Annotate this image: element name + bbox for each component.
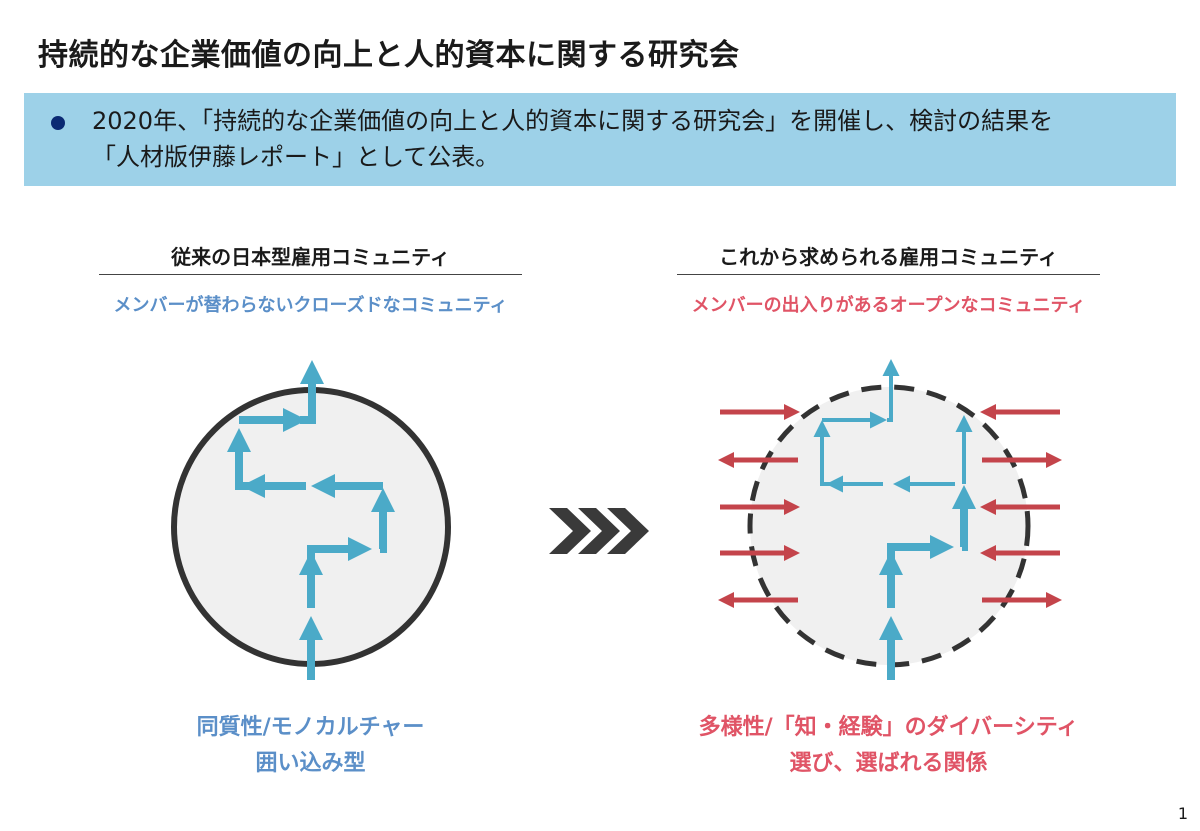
left-caption-line2: 囲い込み型 [255,751,366,776]
blue-arrow [307,537,372,605]
blue-arrow [882,359,900,422]
closed-community-circle [171,387,451,667]
page-number: 1 [1177,804,1188,823]
open-community-arrows-thin [813,359,973,493]
right-caption-line2: 選び、選ばれる関係 [789,751,988,776]
right-panel-divider [677,274,1100,275]
blue-arrow [813,420,843,486]
right-caption: 多様性/「知・経験」のダイバーシティ 選び、選ばれる関係 [677,710,1100,782]
right-panel-subheading: メンバーの出入りがあるオープンなコミュニティ [691,295,1086,316]
left-panel-heading: 従来の日本型雇用コミュニティ [171,245,450,269]
left-panel-divider [99,274,522,275]
left-caption: 同質性/モノカルチャー 囲い込み型 [99,710,522,782]
left-panel-subheading: メンバーが替わらないクローズドなコミュニティ [113,295,508,316]
summary-box [24,93,1176,186]
page-title: 持続的な企業価値の向上と人的資本に関する研究会 [38,38,740,73]
member-flow-arrows [718,404,1062,608]
right-caption-line1: 多様性/「知・経験」のダイバーシティ [698,715,1079,740]
closed-community-arrows [227,360,395,680]
left-caption-line1: 同質性/モノカルチャー [196,715,425,740]
triple-chevron-right-icon [549,508,649,554]
summary-text: 2020年、「持続的な企業価値の向上と人的資本に関する研究会」を開催し、検討の結… [92,107,1054,171]
blue-arrow [227,428,265,490]
open-community-circle [747,384,1031,668]
blue-arrow [952,485,976,551]
blue-arrow [887,535,954,605]
right-panel-heading: これから求められる雇用コミュニティ [719,245,1058,269]
blue-arrow [300,360,324,424]
blue-arrow [371,488,395,553]
open-community-arrows-thick [879,485,976,680]
bullet-icon [51,116,65,130]
